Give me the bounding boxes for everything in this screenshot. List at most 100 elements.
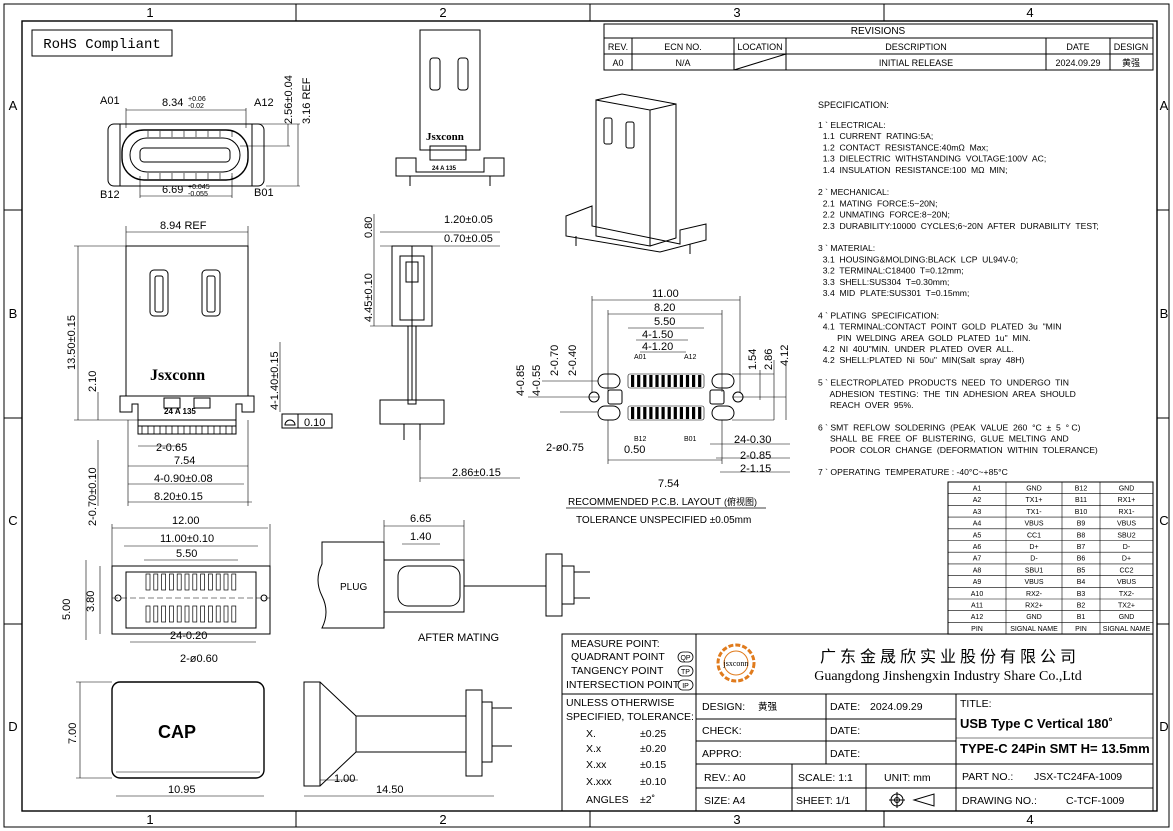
pcb-pad-bottom — [679, 407, 683, 419]
pin-cell: GND — [1119, 614, 1135, 621]
dim-265: 2-0.65 — [156, 442, 187, 454]
dim-m140: 1.40 — [410, 531, 431, 543]
dim-120: 1.20±0.05 — [444, 214, 493, 226]
bottom-pin-bottom — [200, 605, 205, 623]
pin-cell: PIN — [971, 626, 983, 633]
dim-c700: 7.00 — [67, 723, 79, 744]
pin-cell: VBUS — [1024, 579, 1043, 586]
dim-p455: 4-0.55 — [531, 365, 543, 396]
dim-p4120: 4-1.20 — [642, 341, 673, 353]
drawno-label: DRAWING NO.: — [962, 795, 1037, 807]
rev-cell-description: INITIAL RELEASE — [879, 58, 953, 68]
pcb-pad-top — [661, 375, 665, 387]
dim-b2420: 24-0.20 — [170, 630, 207, 642]
pcb-pad-bottom — [661, 407, 665, 419]
row-label-b: B — [9, 306, 18, 321]
dim-010: 0.10 — [304, 417, 325, 429]
bottom-pin-top — [223, 573, 229, 591]
pin-cell: B8 — [1077, 532, 1086, 539]
col-label-2: 2 — [439, 5, 446, 20]
pin-cell: B7 — [1077, 544, 1086, 551]
pin-cell: A6 — [973, 544, 982, 551]
pin-cell: D+ — [1029, 544, 1038, 551]
bottom-pin-bottom — [223, 605, 229, 623]
pin-cell: RX2+ — [1025, 603, 1043, 610]
marking-text: 24 A 135 — [164, 407, 196, 416]
tol-angles-label: ANGLES — [586, 794, 629, 806]
dim-669: 6.69 — [162, 184, 183, 196]
spec-line: SHALL BE FREE OF BLISTERING, GLUE MELTIN… — [818, 434, 1069, 444]
pin-cell: B9 — [1077, 521, 1086, 528]
spec-line: 2 ` MECHANICAL: — [818, 187, 889, 197]
tolerance-note: TOLERANCE UNSPECIFIED ±0.05mm — [576, 515, 751, 526]
unit-label: UNIT: mm — [884, 772, 931, 784]
dim-p270: 2-0.70 — [549, 345, 561, 376]
bottom-pin-top — [153, 573, 159, 591]
row-label-d: D — [8, 719, 17, 734]
pin-cell: D- — [1030, 556, 1038, 563]
col-label-2-bottom: 2 — [439, 812, 446, 827]
dim-754: 7.54 — [174, 455, 195, 467]
dim-p2075: 2-ø0.75 — [546, 442, 584, 454]
dim-p154: 1.54 — [747, 349, 759, 370]
pcb-pad-top — [631, 375, 635, 387]
dim-p2430: 24-0.30 — [734, 434, 771, 446]
rev-header-ecn: ECN NO. — [664, 42, 702, 52]
bottom-view — [85, 524, 271, 643]
dim-894: 8.94 REF — [160, 220, 207, 232]
pcb-pad-top — [649, 375, 653, 387]
measure-intersection: INTERSECTION POINT — [566, 679, 680, 691]
dim-490: 4-0.90±0.08 — [154, 473, 213, 485]
iso1-mark: 24 A 135 — [432, 166, 457, 172]
company-logo-text: jsxconn — [723, 659, 749, 668]
drawno-value: C-TCF-1009 — [1066, 795, 1125, 807]
row-label-c: C — [8, 513, 17, 528]
pcb-pad-top — [667, 375, 671, 387]
grid-ticks — [4, 4, 1169, 827]
col-label-3: 3 — [733, 5, 740, 20]
measure-quadrant: QUADRANT POINT — [571, 651, 665, 663]
col-label-4: 4 — [1026, 5, 1033, 20]
dim-c100: 1.00 — [334, 773, 355, 785]
pin-cell: GND — [1026, 614, 1042, 621]
spec-line: 2.2 UNMATING FORCE:8~20N; — [818, 210, 950, 220]
date-label-1: DATE: — [830, 701, 860, 713]
bottom-pin-top — [208, 573, 213, 591]
spec-line: 3.4 MID PLATE:SUS301 T=0.15mm; — [818, 288, 969, 298]
pin-cell: B4 — [1077, 579, 1086, 586]
pin-cell: A11 — [971, 603, 983, 610]
dim-p412: 4.12 — [779, 345, 791, 366]
dim-669-tol-up: +0.045 — [188, 184, 210, 191]
pin-cell: B12 — [1075, 486, 1088, 493]
tol-x-val: ±0.25 — [640, 728, 666, 740]
pin-cell: VBUS — [1024, 521, 1043, 528]
date-label-2: DATE: — [830, 725, 860, 737]
spec-line: REACH OVER 95%. — [818, 400, 914, 410]
pin-cell: B2 — [1077, 603, 1086, 610]
measure-tangency: TANGENCY POINT — [571, 665, 664, 677]
bottom-pin-top — [192, 573, 198, 591]
pcb-pad-top — [698, 375, 702, 387]
pin-cell: GND — [1119, 486, 1135, 493]
spec-line: 1 ` ELECTRICAL: — [818, 120, 886, 130]
plug-label: PLUG — [340, 582, 367, 593]
dim-b01: B01 — [254, 187, 274, 199]
pcb-pad-bottom — [643, 407, 647, 419]
bottom-pin-top — [184, 573, 190, 591]
title-line-1: USB Type C Vertical 180˚ — [960, 716, 1113, 731]
col-label-1-bottom: 1 — [146, 812, 153, 827]
partno-value: JSX-TC24FA-1009 — [1034, 771, 1122, 783]
spec-line: 4.2 NI 40U"MIN. UNDER PLATED OVER ALL. — [818, 344, 1014, 354]
bottom-pin-bottom — [184, 605, 190, 623]
row-label-c-right: C — [1159, 513, 1168, 528]
pin-cell: B11 — [1075, 497, 1087, 504]
pcb-pad-bottom — [631, 407, 635, 419]
company-name-cn: 广 东 金 晟 欣 实 业 股 份 有 限 公 司 — [820, 648, 1076, 666]
pin-cell: SBU2 — [1117, 532, 1135, 539]
col-label-3-bottom: 3 — [733, 812, 740, 827]
bottom-pin-top — [231, 573, 237, 591]
date-value: 2024.09.29 — [870, 701, 923, 713]
pin-cell: A4 — [973, 521, 982, 528]
col-label-1: 1 — [146, 5, 153, 20]
tol-xxxx-label: X.xxx — [586, 776, 612, 788]
